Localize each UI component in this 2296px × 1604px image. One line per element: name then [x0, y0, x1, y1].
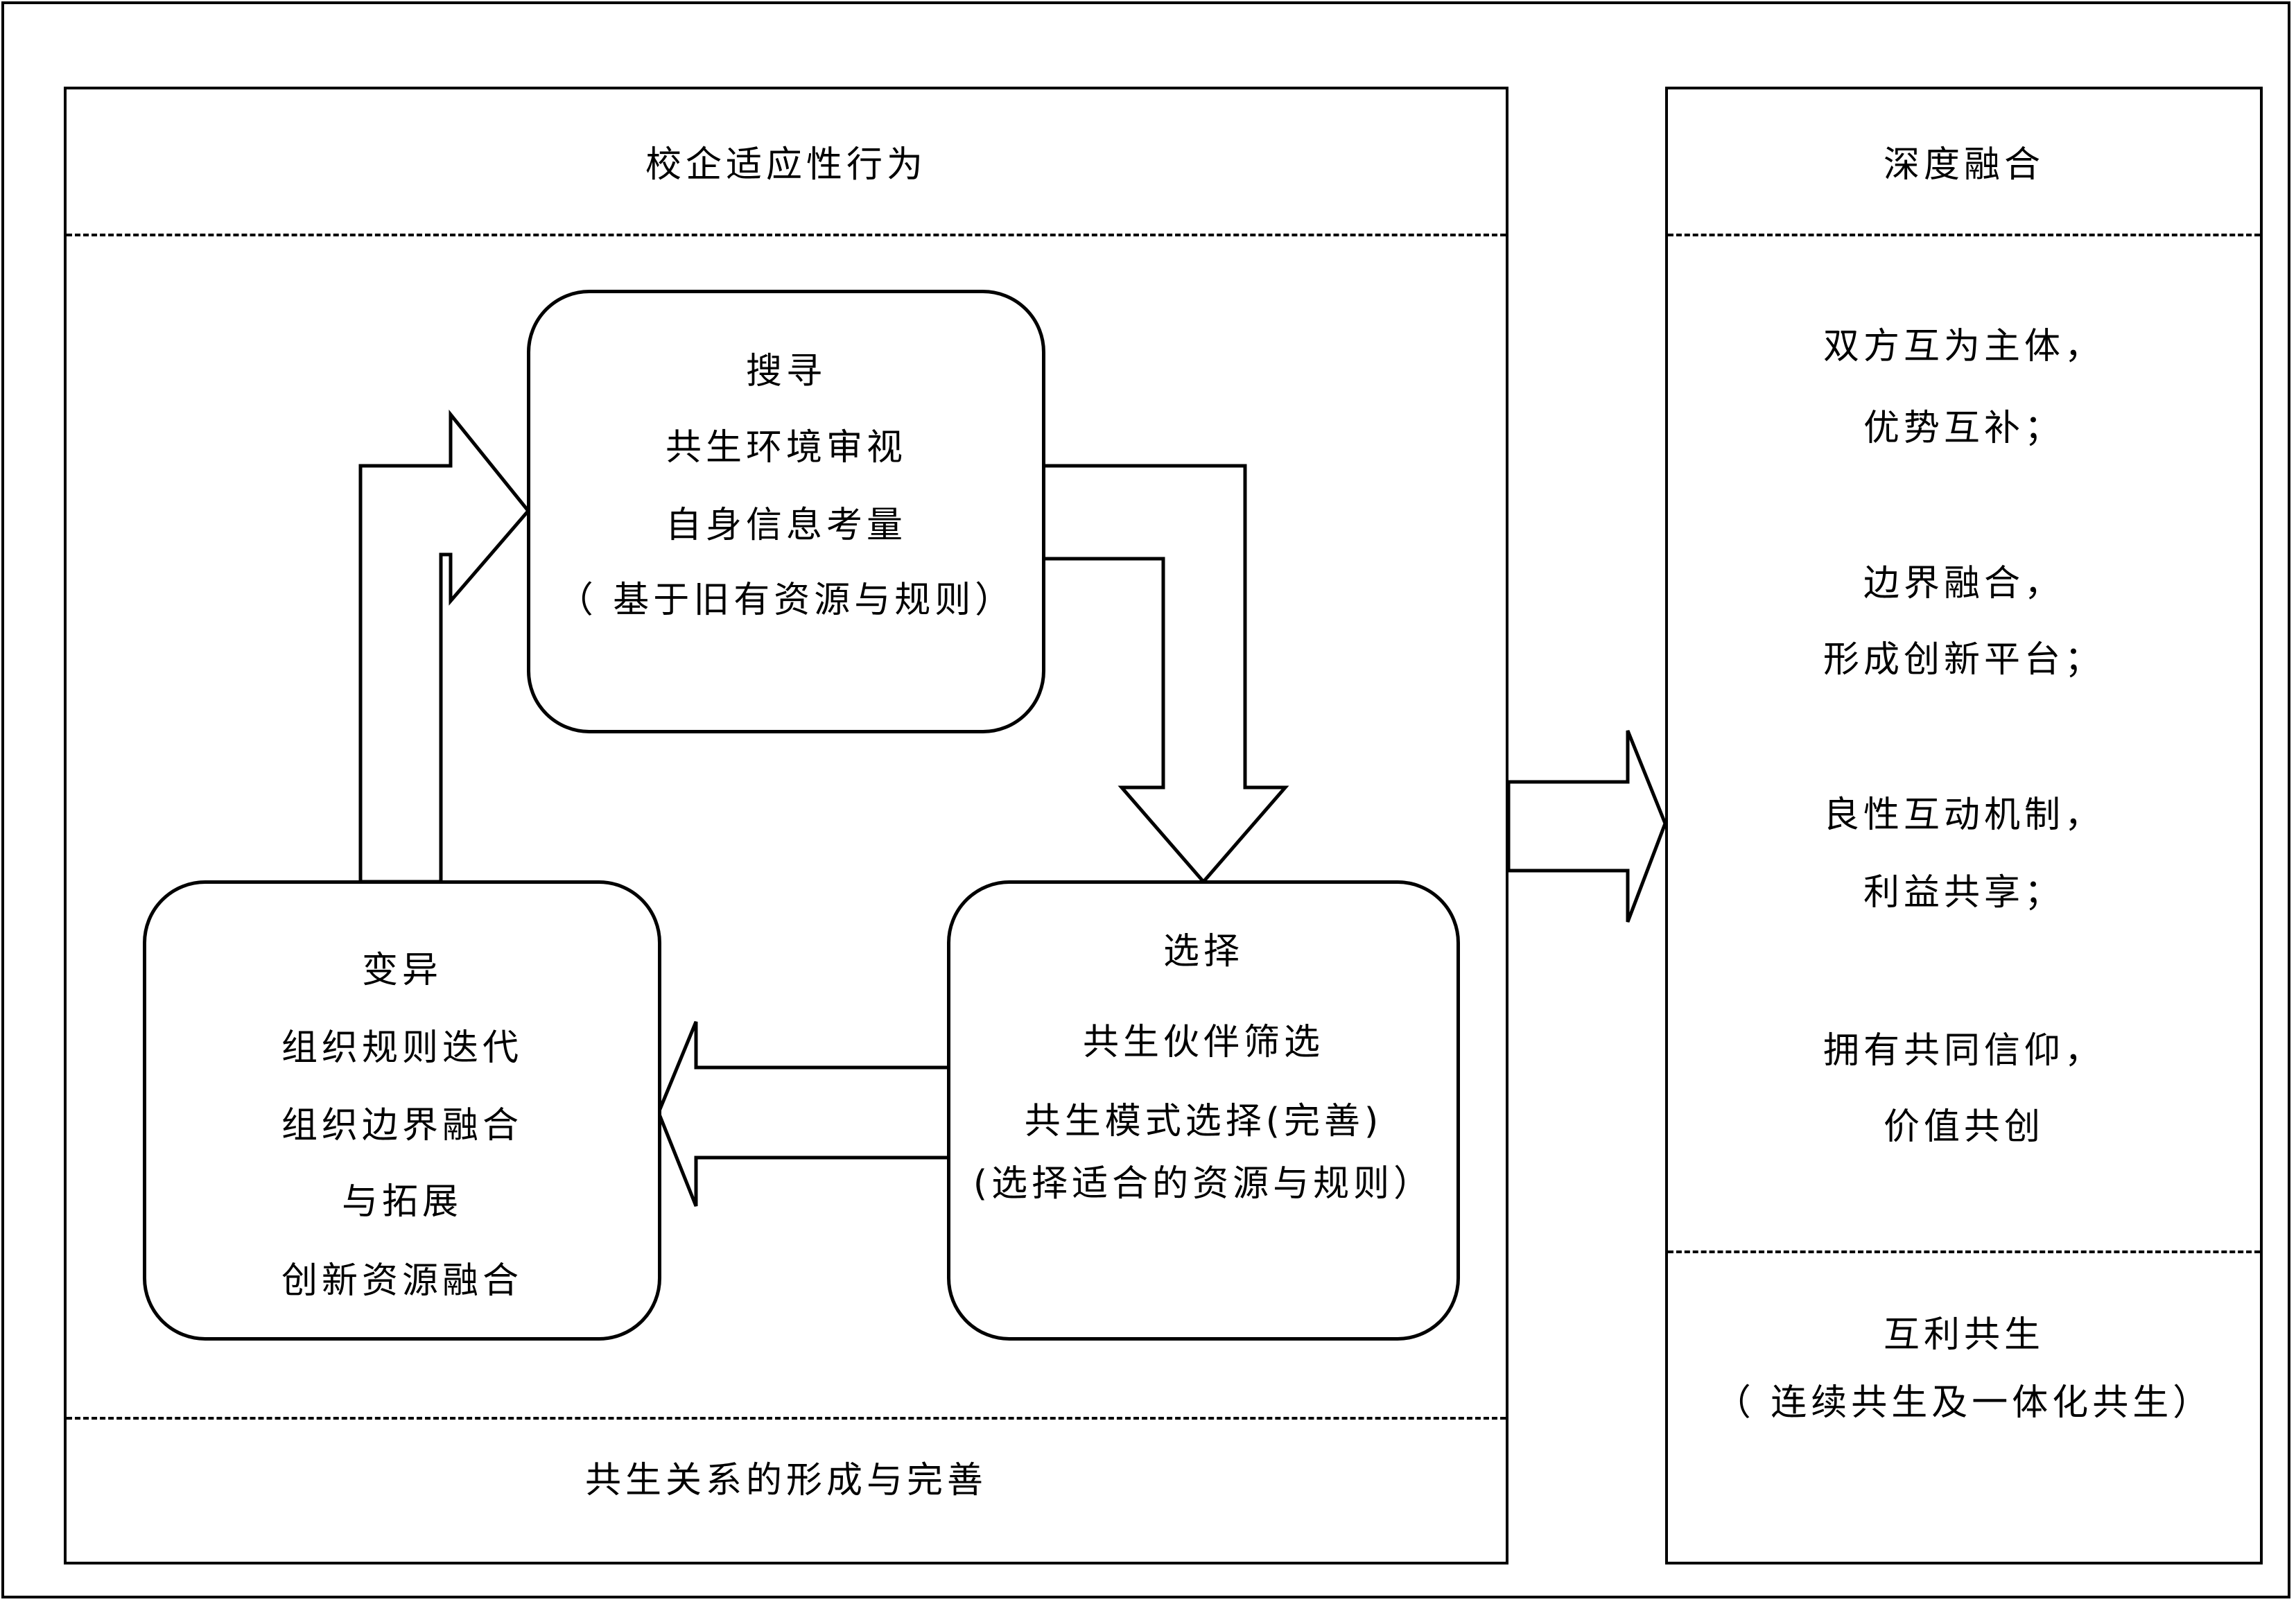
- right-panel: [1665, 87, 2263, 1564]
- benefit-2-line-2: 形成创新平台；: [1823, 639, 2105, 681]
- benefit-2-line-1: 边界融合，: [1863, 563, 2064, 604]
- variation-stage-line-2: 组织边界融合: [281, 1105, 523, 1147]
- select-stage-title: 选择: [1163, 931, 1244, 973]
- left-panel-footer: 共生关系的形成与完善: [584, 1460, 987, 1501]
- right-panel-footer-title: 互利共生: [1883, 1314, 2044, 1356]
- search-stage-line-3: （ 基于旧有资源与规则）: [557, 579, 1016, 621]
- search-stage-line-1: 共生环境审视: [665, 427, 907, 469]
- left-panel-top-divider: [67, 234, 1506, 236]
- right-panel-top-divider: [1668, 234, 2260, 236]
- arrow-search-to-select: [1041, 464, 1289, 884]
- variation-stage-line-1: 组织规则迭代: [281, 1027, 523, 1069]
- right-panel-bottom-divider: [1668, 1250, 2260, 1253]
- left-panel-bottom-divider: [67, 1417, 1506, 1420]
- arrow-to-deep-integration: [1506, 730, 1667, 923]
- select-stage-line-3: (选择适合的资源与规则）: [973, 1163, 1434, 1205]
- benefit-3-line-2: 利益共享；: [1863, 872, 2064, 914]
- right-panel-title: 深度融合: [1883, 144, 2044, 186]
- search-stage-title: 搜寻: [745, 351, 826, 392]
- select-stage-line-2: 共生模式选择(完善): [1024, 1101, 1383, 1142]
- arrow-variation-to-search: [358, 409, 531, 884]
- arrow-select-to-variation: [656, 1021, 952, 1207]
- search-stage-box: 搜寻 共生环境审视 自身信息考量 （ 基于旧有资源与规则）: [527, 290, 1045, 733]
- search-stage-line-2: 自身信息考量: [665, 505, 907, 546]
- benefit-1-line-1: 双方互为主体，: [1823, 326, 2105, 367]
- benefit-1-line-2: 优势互补；: [1863, 408, 2064, 449]
- variation-stage-line-4: 创新资源融合: [281, 1260, 523, 1302]
- benefit-3-line-1: 良性互动机制，: [1823, 794, 2105, 836]
- benefit-4-line-1: 拥有共同信仰，: [1823, 1030, 2105, 1072]
- variation-stage-box: 变异 组织规则迭代 组织边界融合 与拓展 创新资源融合: [143, 880, 661, 1341]
- select-stage-box: 选择 共生伙伴筛选 共生模式选择(完善) (选择适合的资源与规则）: [947, 880, 1460, 1341]
- benefit-4-line-2: 价值共创: [1883, 1106, 2044, 1148]
- right-panel-footer-subtitle: （ 连续共生及一体化共生）: [1714, 1382, 2214, 1424]
- left-panel-title: 校企适应性行为: [645, 144, 927, 186]
- select-stage-line-1: 共生伙伴筛选: [1082, 1022, 1324, 1063]
- variation-stage-title: 变异: [361, 950, 442, 991]
- variation-stage-line-3: 与拓展: [341, 1181, 462, 1223]
